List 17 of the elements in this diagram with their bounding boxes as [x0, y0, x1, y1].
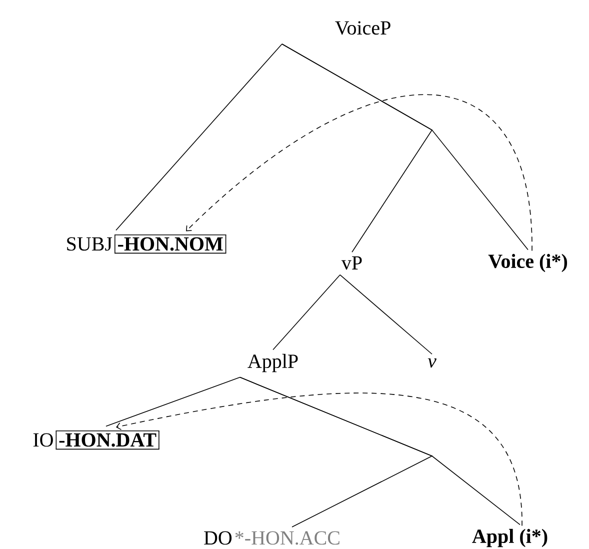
leaf-label: DO *-HON.ACC: [204, 531, 340, 545]
head-label: Voice (i*): [488, 254, 568, 272]
head-label: v: [428, 358, 436, 368]
tree-branch: [340, 274, 432, 355]
tree-branch: [116, 44, 282, 231]
tree-branch: [240, 376, 520, 526]
leaf-label: SUBJ -HON.NOM: [67, 234, 227, 254]
tree-branch: [272, 274, 340, 350]
head-label: Appl (i*): [472, 528, 548, 548]
phrase-label: vP: [341, 256, 362, 270]
movement-arrow: [186, 94, 532, 252]
movement-arrow: [116, 393, 522, 526]
phrase-label: ApplP: [248, 354, 298, 372]
tree-branch: [282, 44, 528, 250]
phrase-label: VoiceP: [335, 21, 390, 35]
leaf-label: IO -HON.DAT: [33, 430, 160, 450]
tree-branch: [106, 376, 240, 427]
